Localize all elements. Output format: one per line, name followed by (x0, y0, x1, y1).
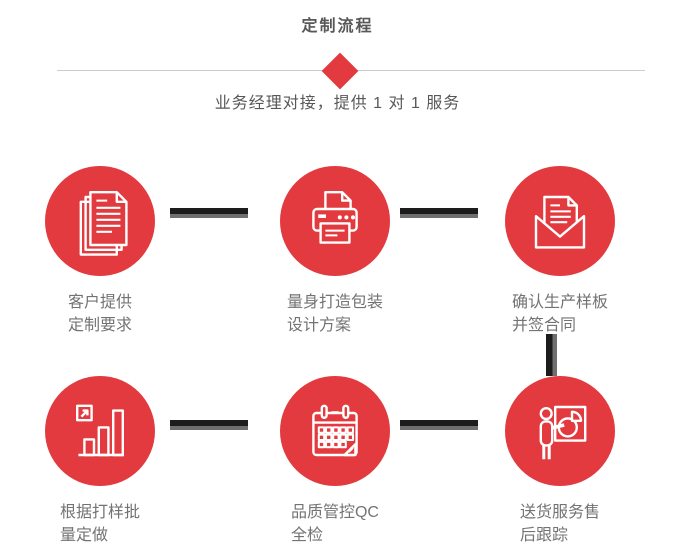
step-circle (45, 166, 155, 276)
step-label: 确认生产样板 并签合同 (480, 291, 640, 337)
step-label-line2: 量定做 (59, 527, 108, 544)
step-label-line1: 送货服务售 (519, 504, 600, 521)
envelope-icon (534, 195, 586, 249)
step-circle (280, 376, 390, 486)
step-circle (45, 376, 155, 486)
step-batch-production: 根据打样批 量定做 (20, 376, 180, 547)
connector-step5-step6 (400, 420, 478, 430)
step-customer-requirements: 客户提供 定制要求 (20, 166, 180, 337)
printer-icon (312, 191, 358, 244)
page-subtitle: 业务经理对接，提供 1 对 1 服务 (214, 95, 461, 112)
step-label-line2: 后跟踪 (519, 527, 568, 544)
step-label-line2: 设计方案 (286, 317, 351, 334)
step-label-line1: 确认生产样板 (511, 294, 608, 311)
step-label: 客户提供 定制要求 (20, 291, 180, 337)
step-label-line2: 定制要求 (67, 317, 132, 334)
step-packaging-design: 量身打造包装 设计方案 (255, 166, 415, 337)
step-delivery-aftersales: 送货服务售 后跟踪 (480, 376, 640, 547)
page-title: 定制流程 (301, 18, 374, 35)
connector-step3-step6 (546, 334, 557, 376)
step-sample-contract: 确认生产样板 并签合同 (480, 166, 640, 337)
step-circle (505, 376, 615, 486)
step-label-line1: 品质管控QC (290, 504, 379, 521)
step-label-line1: 量身打造包装 (286, 294, 383, 311)
connector-step1-step2 (170, 208, 248, 218)
step-label-line1: 根据打样批 (59, 504, 140, 521)
step-quality-control: 品质管控QC 全检 (255, 376, 415, 547)
step-label: 量身打造包装 设计方案 (255, 291, 415, 337)
calendar-icon (312, 404, 358, 457)
step-label-line1: 客户提供 (67, 294, 132, 311)
connector-step4-step5 (170, 420, 248, 430)
step-label: 根据打样批 量定做 (20, 501, 180, 547)
step-circle (505, 166, 615, 276)
documents-icon (79, 191, 128, 256)
bar-chart-icon (76, 404, 124, 457)
diamond-icon (321, 52, 359, 90)
step-label: 送货服务售 后跟踪 (480, 501, 640, 547)
presentation-icon (539, 405, 587, 460)
step-label-line2: 并签合同 (511, 317, 576, 334)
step-circle (280, 166, 390, 276)
connector-step2-step3 (400, 208, 478, 218)
step-label: 品质管控QC 全检 (255, 501, 415, 547)
step-label-line2: 全检 (290, 527, 323, 544)
